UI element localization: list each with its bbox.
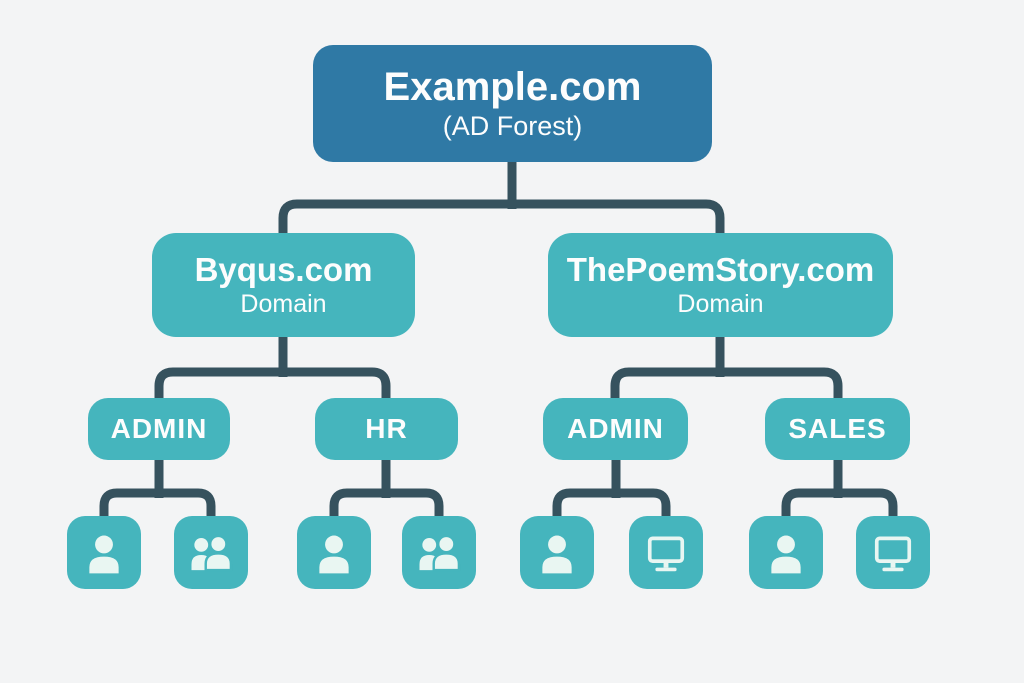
domain-subtitle: Domain [677,289,764,318]
computer-icon [647,536,685,571]
computer-icon [874,536,912,571]
ou-label: ADMIN [567,413,664,444]
leaf-node-user [749,516,823,589]
user-icon [319,535,349,573]
leaf-node-user-group [174,516,248,589]
ou-node-thepoemstory-admin: ADMIN [543,398,688,460]
forest-subtitle: (AD Forest) [442,111,583,142]
ou-node-byqus-hr: HR [315,398,458,460]
leaf-node-user-group [402,516,476,589]
leaf-node-user [520,516,594,589]
domain-node-thepoemstory: ThePoemStory.com Domain [548,233,893,337]
domain-node-byqus: Byqus.com Domain [152,233,415,337]
ou-label: HR [365,413,408,444]
forest-name: Example.com [383,65,642,110]
user-group-icon [191,534,233,571]
leaf-node-user [297,516,371,589]
ou-label: ADMIN [110,413,208,444]
leaf-node-user [67,516,141,589]
ou-node-thepoemstory-sales: SALES [765,398,910,460]
forest-node: Example.com (AD Forest) [313,45,712,162]
leaf-node-computer [629,516,703,589]
user-icon [542,535,572,573]
user-group-icon [419,534,461,571]
ou-label: SALES [788,413,887,444]
ou-node-byqus-admin: ADMIN [88,398,230,460]
domain-name: ThePoemStory.com [566,251,875,289]
user-icon [89,535,119,573]
leaf-node-computer [856,516,930,589]
user-icon [771,535,801,573]
domain-name: Byqus.com [194,251,373,289]
domain-subtitle: Domain [240,289,327,318]
